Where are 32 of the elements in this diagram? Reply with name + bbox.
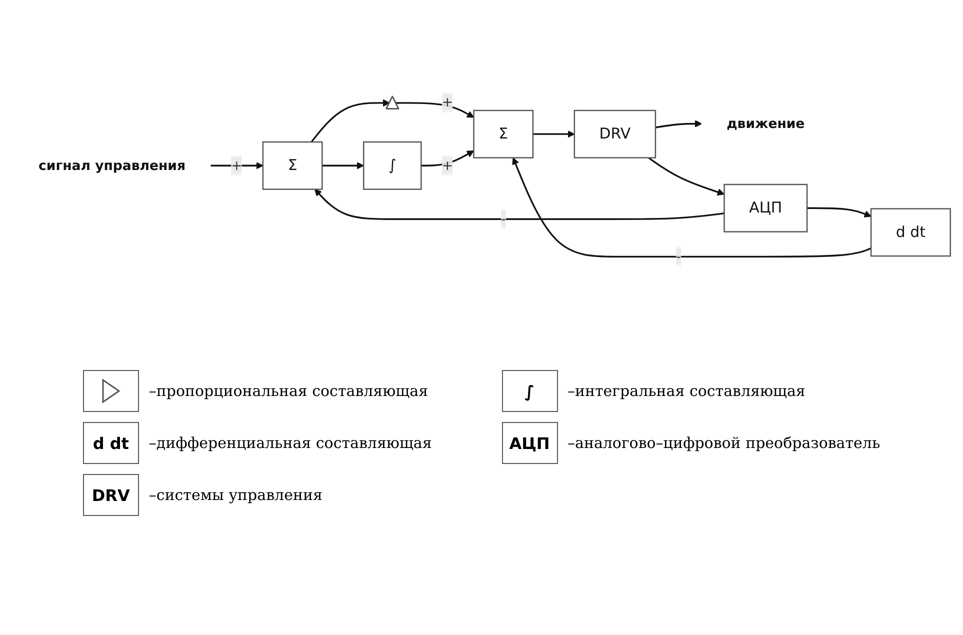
node-box: Σ: [262, 142, 322, 190]
legend-text: –аналогово–цифровой преобразователь: [568, 434, 880, 452]
edge-label: +: [441, 158, 453, 174]
legend-sample-symbol: DRV: [82, 474, 139, 516]
node-box: АЦП: [723, 184, 808, 233]
arrow: [512, 158, 871, 258]
legend-text: –дифференциальная составляющая: [148, 434, 432, 452]
legend-text: –пропорциональная составляющая: [148, 382, 428, 400]
legend-text: –интегральная составляющая: [568, 382, 806, 400]
arrow: [310, 100, 390, 143]
edge-label: -: [676, 248, 680, 264]
node-text: сигнал управления: [38, 158, 185, 174]
node-text: движение: [726, 116, 804, 132]
node-box: d dt: [870, 208, 950, 258]
edge-label: +: [441, 94, 453, 110]
edge-label: +: [230, 158, 242, 174]
node-box: DRV: [573, 110, 656, 159]
legend-sample-symbol: ∫: [502, 370, 558, 412]
arrow: [314, 189, 724, 220]
arrow: [395, 102, 474, 118]
arrow: [532, 130, 574, 138]
node-box: Σ: [472, 110, 534, 159]
arrow: [420, 150, 474, 167]
arrow: [806, 208, 871, 218]
legend-sample-symbol: d dt: [82, 422, 139, 464]
arrow: [654, 120, 702, 129]
legend-sample-symbol: АЦП: [502, 422, 558, 464]
arrow: [648, 157, 724, 196]
node-box: ∫: [362, 142, 422, 190]
legend-text: –системы управления: [148, 486, 322, 504]
edge-label: -: [500, 211, 506, 227]
arrow: [322, 162, 364, 170]
